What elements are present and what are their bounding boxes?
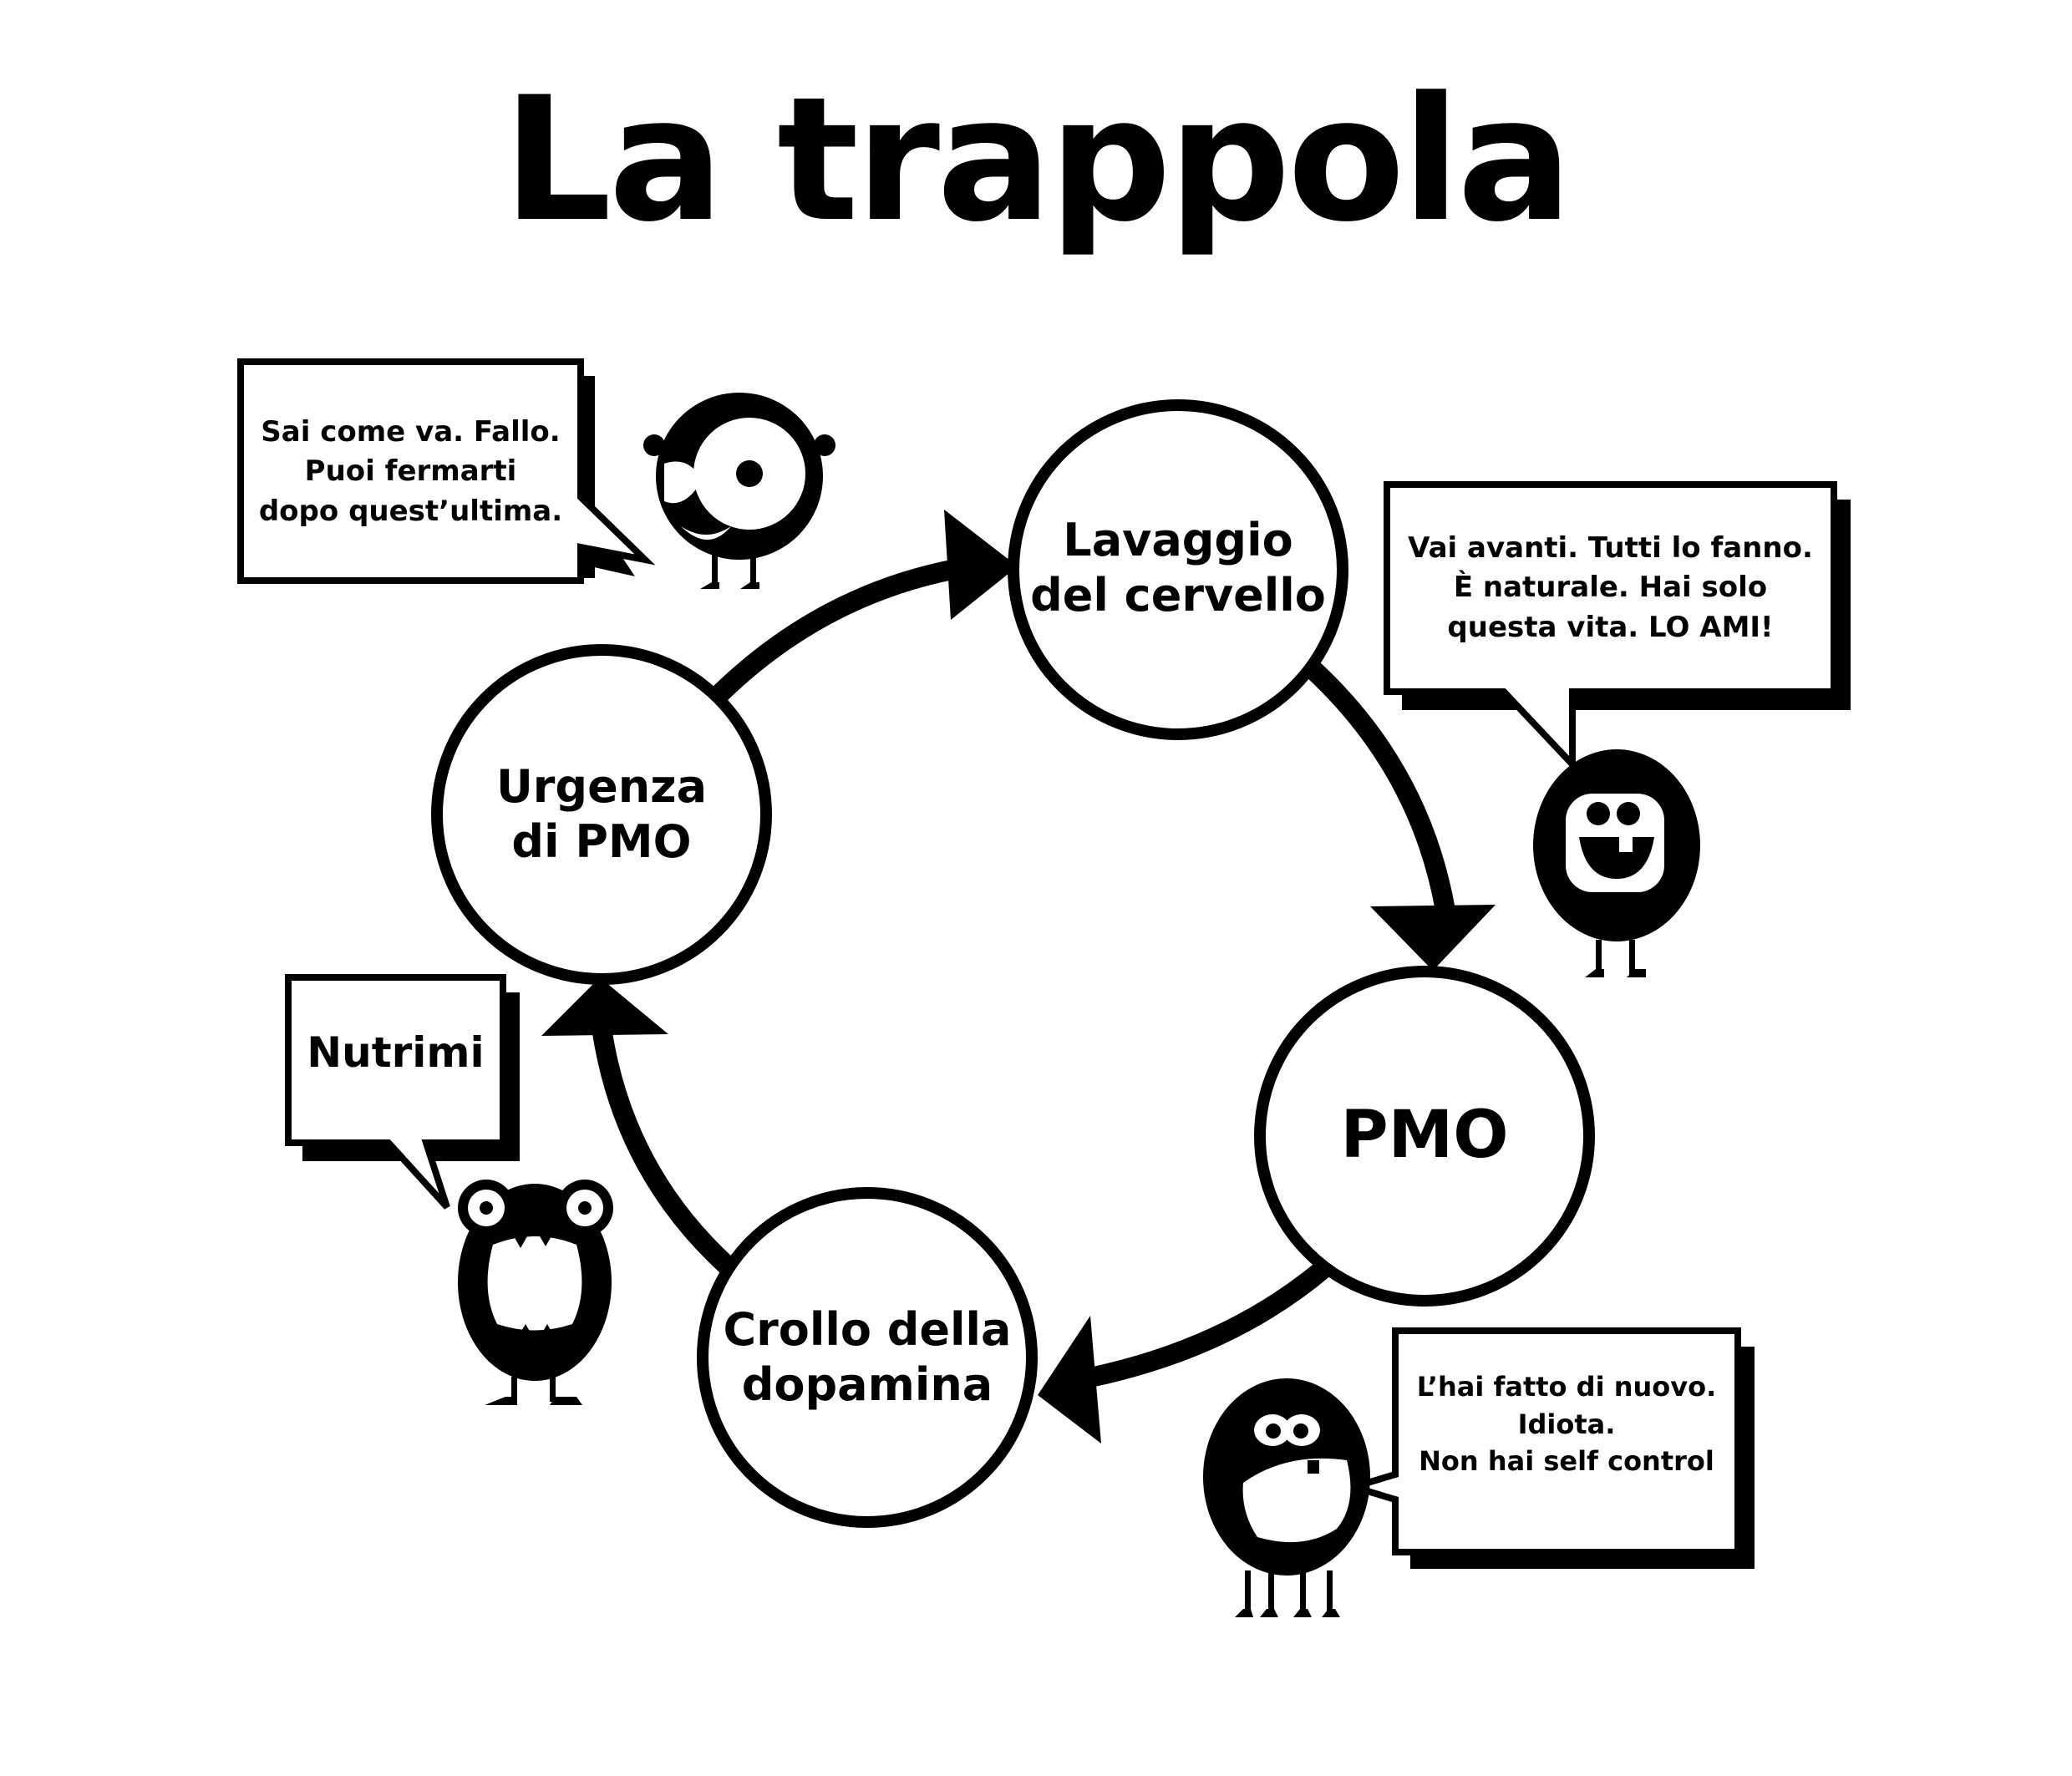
cycle-arrow-pmo-to-crollo <box>1038 1260 1331 1444</box>
speech-bubble-hai-fatto <box>1342 1327 1755 1569</box>
bubble-text-sai-come-va: Sai come va. Fallo. Puoi fermarti dopo q… <box>258 414 563 528</box>
cycle-arrow-urgenza-to-lavaggio <box>711 510 1018 703</box>
bubble-text-hai-fatto: L’hai fatto di nuovo. Idiota. Non hai se… <box>1416 1370 1717 1478</box>
node-label-crollo: Crollo della dopamina <box>723 1303 1012 1411</box>
grinning-monster-icon <box>1533 749 1700 977</box>
page-title: La trappola <box>502 61 1573 260</box>
node-label-pmo: PMO <box>1340 1098 1509 1174</box>
big-mouth-monster-icon <box>458 1180 613 1405</box>
speech-bubble-nutrimi <box>285 974 520 1210</box>
shouting-monster-icon <box>1203 1378 1370 1617</box>
cycle-arrow-crollo-to-urgenza <box>541 977 734 1273</box>
node-circle-crollo <box>697 1187 1038 1528</box>
node-circle-urgenza <box>431 644 772 985</box>
one-eyed-monster-icon <box>643 393 835 589</box>
node-circle-lavaggio <box>1008 399 1348 740</box>
speech-bubble-sai-come-va <box>237 358 656 584</box>
cycle-arrow-lavaggio-to-pmo <box>1304 661 1496 971</box>
speech-bubble-vai-avanti <box>1384 481 1851 774</box>
node-label-urgenza: Urgenza di PMO <box>495 760 708 868</box>
node-label-lavaggio: Lavaggio del cervello <box>1030 514 1326 622</box>
bubble-text-vai-avanti: Vai avanti. Tutti lo fanno. È naturale. … <box>1408 530 1813 644</box>
node-circle-pmo <box>1254 966 1595 1307</box>
bubble-text-nutrimi: Nutrimi <box>307 1028 485 1077</box>
